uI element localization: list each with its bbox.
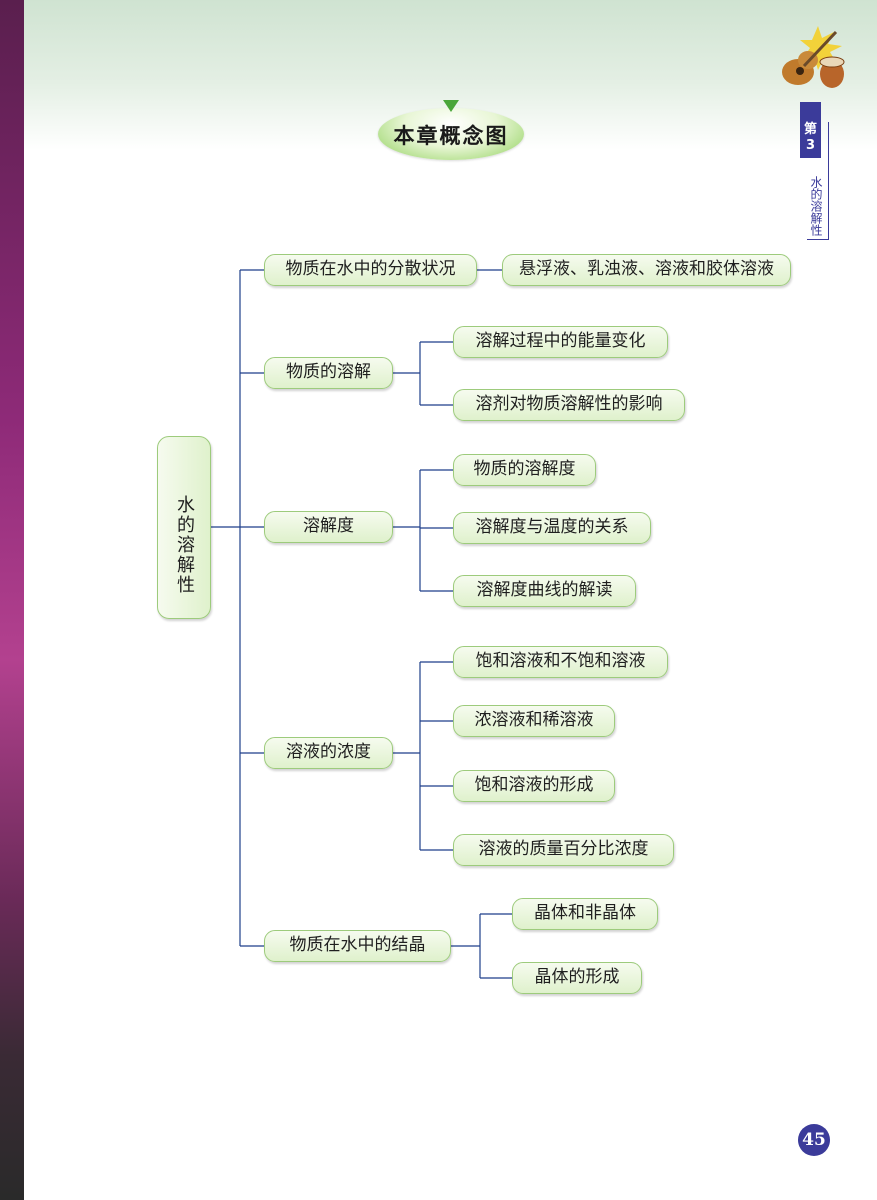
chapter-concept-title: 本章概念图 [378, 100, 524, 162]
leaf-node: 溶解度与温度的关系 [453, 512, 651, 544]
title-arrow-icon [443, 100, 459, 112]
leaf-node: 溶解度曲线的解读 [453, 575, 636, 607]
guitar-drum-icon [782, 26, 845, 88]
page-title: 本章概念图 [393, 124, 509, 148]
branch-node-dispersion: 物质在水中的分散状况 [264, 254, 477, 286]
root-node-label: 水的溶解性 [174, 495, 195, 595]
chapter-name: 水的溶解性 [809, 176, 823, 236]
root-node: 水的溶解性 [157, 436, 211, 619]
chapter-tab: 第3 [800, 102, 821, 158]
leaf-node: 溶剂对物质溶解性的影响 [453, 389, 685, 421]
leaf-node: 溶解过程中的能量变化 [453, 326, 668, 358]
chapter-rule-horizontal [807, 239, 829, 240]
left-decorative-strip [0, 0, 24, 1200]
leaf-node: 饱和溶液的形成 [453, 770, 615, 802]
leaf-node: 饱和溶液和不饱和溶液 [453, 646, 668, 678]
branch-node-concentration: 溶液的浓度 [264, 737, 393, 769]
leaf-node: 浓溶液和稀溶液 [453, 705, 615, 737]
leaf-node: 晶体和非晶体 [512, 898, 658, 930]
leaf-node: 悬浮液、乳浊液、溶液和胶体溶液 [502, 254, 791, 286]
leaf-node: 晶体的形成 [512, 962, 642, 994]
branch-node-dissolving: 物质的溶解 [264, 357, 393, 389]
branch-node-solubility: 溶解度 [264, 511, 393, 543]
leaf-node: 溶液的质量百分比浓度 [453, 834, 674, 866]
title-lens-shape [378, 108, 524, 160]
page-number: 45 [798, 1124, 830, 1156]
leaf-node: 物质的溶解度 [453, 454, 596, 486]
chapter-rule-vertical [828, 122, 829, 240]
branch-node-crystallization: 物质在水中的结晶 [264, 930, 451, 962]
